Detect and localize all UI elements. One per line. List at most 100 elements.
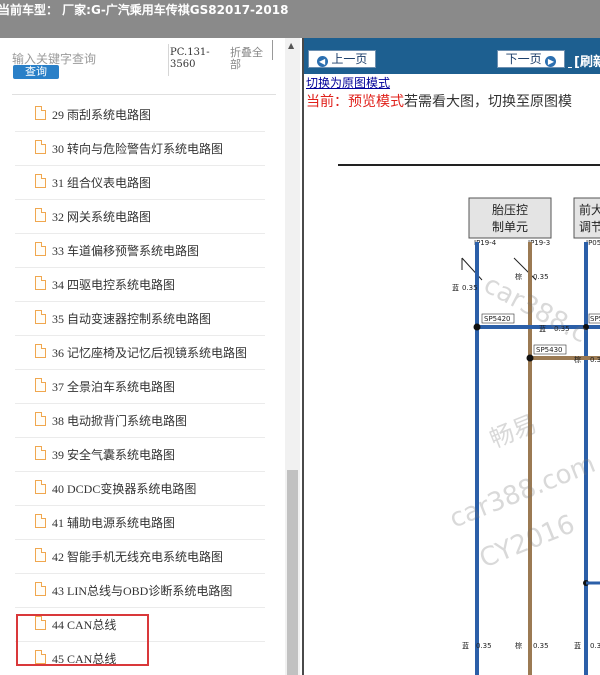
- prev-page-label: 上一页: [331, 52, 368, 66]
- scrollbar-thumb[interactable]: [287, 470, 298, 675]
- splice-node: [473, 323, 481, 331]
- vehicle-title: 当前车型： 厂家:G-广汽乘用车传祺GS82017-2018: [0, 3, 289, 17]
- list-item[interactable]: 42 智能手机无线充电系统电路图: [15, 540, 265, 574]
- file-icon: [35, 582, 46, 596]
- watermark: car388.com: [445, 449, 599, 535]
- wire-gauge-label: 0.35: [590, 356, 600, 364]
- wire-color-label: 蓝: [462, 641, 469, 650]
- switch-original-link[interactable]: 切换为原图模式: [306, 76, 391, 90]
- list-item-label: 45 CAN总线: [52, 652, 117, 666]
- wire-gauge-label: 0.35: [476, 642, 492, 650]
- list-item[interactable]: 44 CAN总线: [15, 608, 265, 642]
- watermark: 畅易: [486, 410, 541, 454]
- list-item[interactable]: 31 组合仪表电路图: [15, 166, 265, 200]
- next-page-label: 下一页: [505, 52, 542, 66]
- list-item-label: 42 智能手机无线充电系统电路图: [52, 550, 224, 564]
- list-item[interactable]: 33 车道偏移预警系统电路图: [15, 234, 265, 268]
- list-item-label: 37 全景泊车系统电路图: [52, 380, 176, 394]
- list-item[interactable]: 37 全景泊车系统电路图: [15, 370, 265, 404]
- list-item[interactable]: 34 四驱电控系统电路图: [15, 268, 265, 302]
- wire-gauge-label: 0.35: [533, 642, 549, 650]
- splice-label: SP5420: [484, 315, 510, 323]
- wiring-diagram: 胎压控 制单元 前大 调节 IP19-4 IP19-3 IP05: [304, 118, 600, 675]
- list-item-label: 33 车道偏移预警系统电路图: [52, 244, 200, 258]
- list-item-label: 38 电动掀背门系统电路图: [52, 414, 188, 428]
- file-icon: [35, 480, 46, 494]
- file-icon: [35, 378, 46, 392]
- list-item[interactable]: 41 辅助电源系统电路图: [15, 506, 265, 540]
- sidebar-scrollbar[interactable]: ▲: [285, 38, 300, 675]
- mode-status: 当前：预览模式若需看大图，切换至原图模: [306, 91, 572, 111]
- tpms-module-box: [468, 197, 552, 239]
- file-icon: [35, 242, 46, 256]
- list-item-label: 41 辅助电源系统电路图: [52, 516, 176, 530]
- splice-node: [583, 324, 589, 330]
- wire-color-label: 蓝: [539, 324, 546, 333]
- splice-tag: [588, 313, 600, 324]
- watermark: car388.c: [479, 270, 593, 350]
- prev-page-button[interactable]: ◀ 上一页: [308, 50, 376, 68]
- wire-color-label: 蓝: [452, 283, 459, 292]
- scroll-up-icon[interactable]: ▲: [288, 41, 295, 50]
- list-item[interactable]: 36 记忆座椅及记忆后视镜系统电路图: [15, 336, 265, 370]
- splice-tag: [533, 344, 567, 355]
- sidebar: 输入关键字查询 查询 PC.131-3560 折叠全部 29 雨刮系统电路图 3…: [0, 38, 302, 675]
- list-item-label: 35 自动变速器控制系统电路图: [52, 312, 212, 326]
- front-module-label-2: 调节: [579, 220, 600, 234]
- list-item-label: 39 安全气囊系统电路图: [52, 448, 176, 462]
- file-icon: [35, 174, 46, 188]
- diagram-viewer: ◀ 上一页 下一页 ▶ [刷新 切换为原图模式 当前：预览模式若需看大图，切换至…: [302, 38, 600, 675]
- next-page-button[interactable]: 下一页 ▶: [497, 50, 565, 68]
- arrow-left-icon: ◀: [316, 56, 328, 67]
- front-module-box: [573, 197, 600, 239]
- front-module-label-1: 前大: [579, 202, 600, 217]
- file-icon: [35, 276, 46, 290]
- pin-label: IP19-3: [528, 239, 550, 247]
- wiring-diagram-svg: 胎压控 制单元 前大 调节 IP19-4 IP19-3 IP05: [338, 164, 600, 675]
- list-item-label: 44 CAN总线: [52, 618, 117, 632]
- splice-label: SP5430: [536, 346, 562, 354]
- divider: [168, 44, 169, 76]
- pin-label: IP05: [586, 239, 600, 247]
- viewer-toolbar: ◀ 上一页 下一页 ▶ [刷新: [304, 38, 600, 74]
- list-item-label: 36 记忆座椅及记忆后视镜系统电路图: [52, 346, 248, 360]
- list-item[interactable]: 39 安全气囊系统电路图: [15, 438, 265, 472]
- list-item-label: 40 DCDC变换器系统电路图: [52, 482, 197, 496]
- list-item[interactable]: 29 雨刮系统电路图: [15, 98, 265, 132]
- wire-gauge-label: 0.35: [533, 273, 549, 281]
- collapse-all-button[interactable]: 折叠全部: [230, 46, 263, 71]
- list-item[interactable]: 43 LIN总线与OBD诊断系统电路图: [15, 574, 265, 608]
- file-icon: [35, 344, 46, 358]
- wire-color-label: 棕: [574, 355, 581, 364]
- list-item[interactable]: 45 CAN总线: [15, 642, 265, 675]
- search-input[interactable]: 输入关键字查询: [12, 52, 97, 66]
- wire-color-label: 棕: [515, 272, 522, 281]
- wire-gauge-label: 0.35: [590, 642, 600, 650]
- list-item-label: 29 雨刮系统电路图: [52, 108, 152, 122]
- list-item-label: 34 四驱电控系统电路图: [52, 278, 176, 292]
- tpms-module-label-1: 胎压控: [492, 203, 528, 217]
- file-icon: [35, 412, 46, 426]
- file-icon: [35, 208, 46, 222]
- file-icon: [35, 514, 46, 528]
- file-icon: [35, 548, 46, 562]
- list-item[interactable]: 30 转向与危险警告灯系统电路图: [15, 132, 265, 166]
- arrow-right-icon: ▶: [545, 56, 557, 67]
- list-item[interactable]: 35 自动变速器控制系统电路图: [15, 302, 265, 336]
- list-item[interactable]: 40 DCDC变换器系统电路图: [15, 472, 265, 506]
- model-code: PC.131-3560: [170, 47, 210, 70]
- list-item[interactable]: 38 电动掀背门系统电路图: [15, 404, 265, 438]
- splice-label: SP5: [590, 315, 600, 323]
- file-icon: [35, 140, 46, 154]
- mode-status-suffix: 若需看大图，切换至原图模: [404, 94, 572, 110]
- list-item[interactable]: 32 网关系统电路图: [15, 200, 265, 234]
- tpms-module-label-2: 制单元: [492, 220, 528, 234]
- splice-tag: [481, 313, 515, 324]
- refresh-link[interactable]: [刷新: [568, 51, 600, 70]
- query-button[interactable]: 查询: [13, 65, 59, 79]
- list-item-label: 43 LIN总线与OBD诊断系统电路图: [52, 584, 233, 598]
- pin-label: IP19-4: [474, 239, 497, 247]
- wire-color-label: 蓝: [574, 641, 581, 650]
- divider: [12, 94, 276, 95]
- wire-color-label: 棕: [515, 641, 522, 650]
